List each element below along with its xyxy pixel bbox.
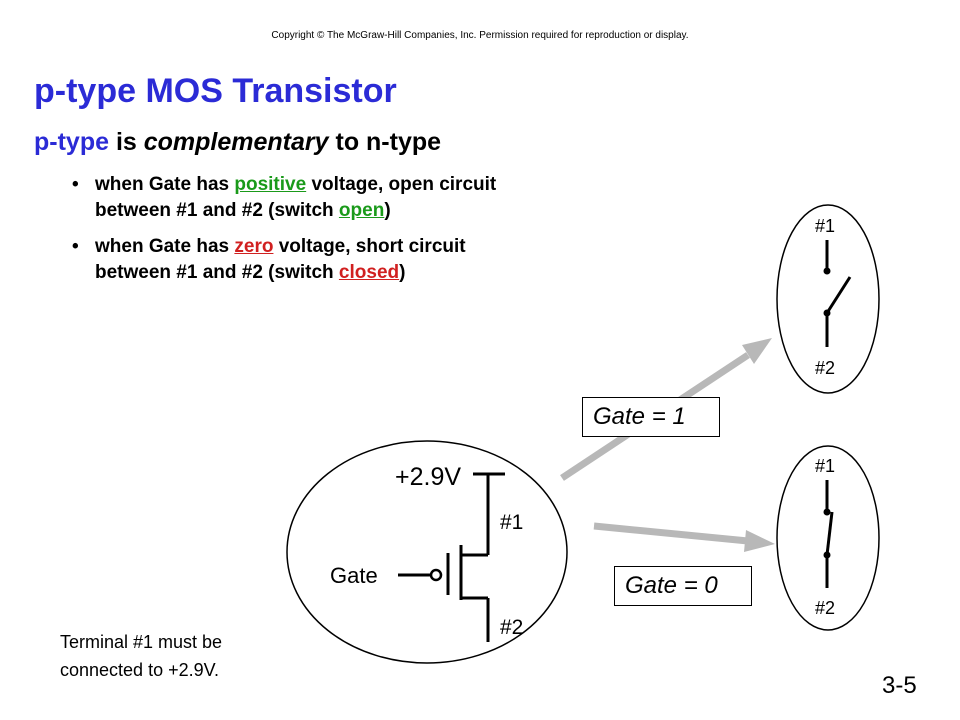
gate-bubble [429,568,443,582]
keyword-closed: closed [338,262,400,283]
bullet-text: voltage, open circuit between #1 and #2 … [95,174,497,221]
subtitle-ptype: p-type [34,128,109,156]
open-switch-terminal-1: #1 [815,216,835,236]
arrow-to-closed-switch [593,522,775,552]
terminal-2-label: #2 [500,616,523,639]
bullet-positive-gate: when Gate has positive voltage, open cir… [70,172,535,224]
page-number: 3-5 [882,672,917,699]
bullet-text: ) [384,200,391,221]
bullet-text: when Gate has [95,236,235,257]
terminal-note: Terminal #1 must be connected to +2.9V. [60,628,222,684]
keyword-positive: positive [234,174,307,195]
slide-title: p-type MOS Transistor [34,72,397,110]
supply-voltage-label: +2.9V [395,463,461,491]
subtitle-rest: to n-type [328,128,442,156]
subtitle-complementary: complementary [143,128,329,156]
terminal-1-label: #1 [500,511,523,534]
gate-low-box: Gate = 0 [614,566,752,606]
keyword-zero: zero [234,236,274,257]
bullet-list: when Gate has positive voltage, open cir… [70,172,535,296]
slide-subtitle: p-type is complementary to n-type [34,128,441,157]
bullet-text: when Gate has [95,174,235,195]
open-switch-terminal-2: #2 [815,358,835,378]
keyword-open: open [338,200,385,221]
copyright-notice: Copyright © The McGraw-Hill Companies, I… [271,30,689,41]
bullet-zero-gate: when Gate has zero voltage, short circui… [70,234,535,286]
note-line-1: Terminal #1 must be [60,632,223,652]
closed-switch-terminal-2: #2 [815,598,835,618]
transistor-ellipse [286,440,568,664]
bullet-text: ) [399,262,406,283]
bullet-text: voltage, short circuit between #1 and #2… [95,236,466,283]
closed-switch-terminal-1: #1 [815,456,835,476]
open-switch-ellipse [776,204,880,394]
subtitle-is: is [109,128,144,156]
note-line-2: connected to +2.9V. [60,660,219,680]
gate-high-box: Gate = 1 [582,397,720,437]
gate-label: Gate [330,563,378,588]
